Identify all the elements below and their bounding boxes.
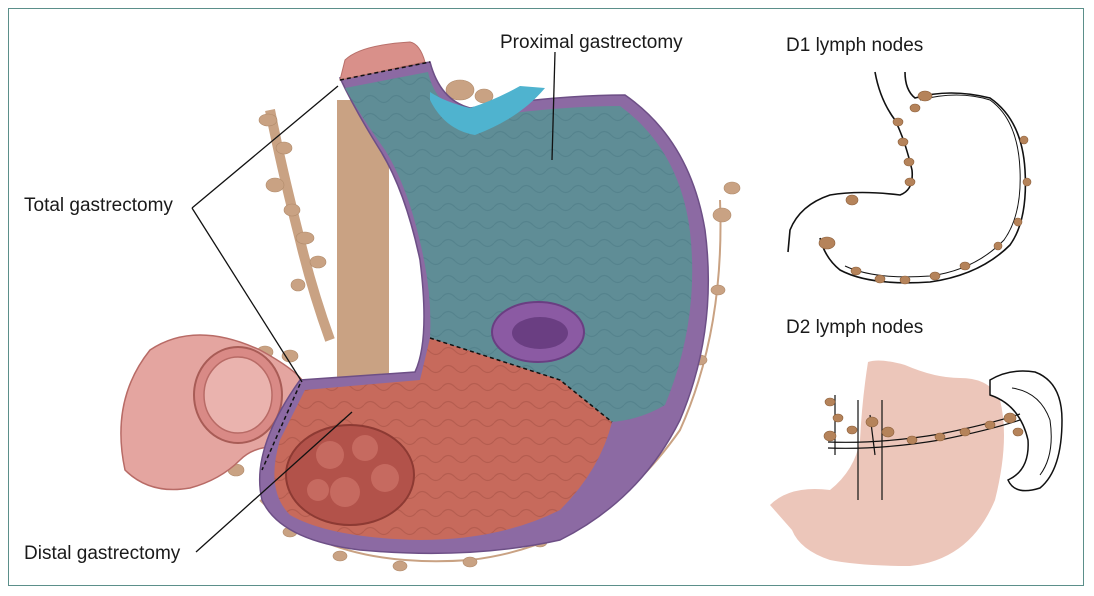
distal-resection-line — [261, 383, 301, 471]
fundus-highlight — [430, 86, 545, 135]
duodenum — [120, 334, 306, 491]
esophagus — [339, 41, 426, 81]
leader-lines — [191, 51, 556, 553]
total-resection-line — [339, 61, 431, 81]
total-gastrectomy-label: Total gastrectomy — [24, 195, 173, 216]
d2-lymph-nodes-label: D2 lymph nodes — [786, 317, 924, 338]
distal-tumor — [285, 424, 415, 526]
d1-lymph-nodes-label: D1 lymph nodes — [786, 35, 924, 56]
d1-stomach-outline — [787, 71, 914, 253]
d2-spleen — [989, 370, 1063, 492]
d1-node-cluster — [818, 90, 1032, 285]
d2-stomach-silhouette — [770, 360, 1004, 566]
distal-gastrectomy-label: Distal gastrectomy — [24, 543, 181, 564]
proximal-rugae — [345, 72, 693, 422]
d1-diagram — [787, 71, 1032, 285]
d2-diagram — [770, 360, 1063, 566]
d2-node-cluster — [823, 397, 1024, 445]
proximal-tumor — [491, 301, 585, 363]
proximal-gastrectomy-label: Proximal gastrectomy — [500, 32, 683, 53]
proximal-resection-line — [429, 337, 613, 423]
